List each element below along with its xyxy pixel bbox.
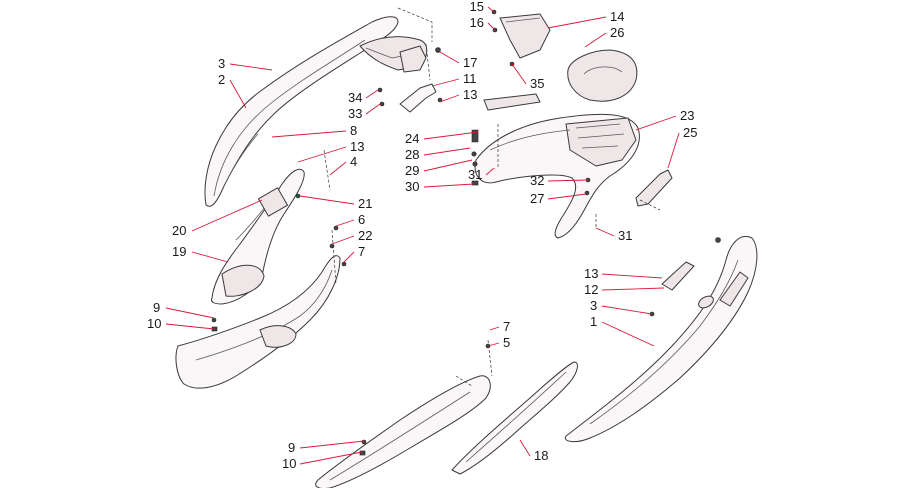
cover-part-14 — [491, 9, 551, 67]
leader-line-c32 — [547, 179, 589, 182]
callout-c31a: 31 — [468, 167, 482, 182]
callout-c15a: 15 — [470, 0, 484, 14]
leader-line-c26 — [584, 32, 607, 48]
callout-c21: 21 — [358, 196, 372, 211]
callout-c13a: 13 — [463, 87, 477, 102]
leader-line-c10b — [299, 451, 363, 465]
leader-line-c22 — [331, 235, 355, 245]
callout-c5: 5 — [503, 335, 510, 350]
leader-line-c34 — [365, 89, 379, 99]
leader-line-c28 — [423, 147, 471, 156]
leader-line-c16a — [487, 22, 496, 31]
leader-line-c30 — [423, 183, 475, 188]
callout-c35: 35 — [530, 76, 544, 91]
callout-c10b: 10 — [282, 456, 296, 471]
leader-line-c9a — [165, 307, 215, 319]
callout-c24: 24 — [405, 131, 419, 146]
callout-c13b: 13 — [350, 139, 364, 154]
callout-c33: 33 — [348, 106, 362, 121]
leader-line-c24 — [423, 131, 479, 140]
leader-line-c7b — [489, 326, 500, 331]
leader-line-c2a — [229, 79, 247, 109]
leader-line-c31b — [595, 227, 615, 237]
leader-line-c21 — [299, 195, 355, 205]
leader-line-c13a — [439, 94, 460, 103]
callout-c25: 25 — [683, 125, 697, 140]
callout-c11: 11 — [463, 71, 477, 86]
callout-c22: 22 — [358, 228, 372, 243]
callout-c32: 32 — [530, 173, 544, 188]
leader-line-c25 — [667, 132, 680, 169]
leader-line-c15a — [487, 6, 495, 13]
callout-c26: 26 — [610, 25, 624, 40]
leader-line-c14 — [547, 16, 607, 29]
leader-line-c17 — [439, 51, 460, 64]
leader-line-c35 — [511, 63, 527, 85]
callout-c28: 28 — [405, 147, 419, 162]
callout-c34: 34 — [348, 90, 362, 105]
callout-c18: 18 — [534, 448, 548, 463]
callout-c13c: 13 — [584, 266, 598, 281]
leader-line-c27 — [547, 193, 587, 200]
lower-left-side-panel — [175, 225, 347, 389]
pad-part-26 — [567, 49, 638, 102]
leader-lines — [165, 6, 680, 465]
callout-c9a: 9 — [153, 300, 160, 315]
callout-c2a: 2 — [218, 72, 225, 87]
callout-c9b: 9 — [288, 440, 295, 455]
leader-line-c13c — [601, 273, 663, 279]
leader-line-c31a — [485, 167, 495, 176]
leader-line-c19 — [191, 251, 229, 263]
callout-c3b: 3 — [590, 298, 597, 313]
bracket-part-11 — [377, 83, 443, 113]
callout-c12: 12 — [584, 282, 598, 297]
callout-c10a: 10 — [147, 316, 161, 331]
upper-side-panel — [204, 16, 428, 207]
lower-footboard-strip — [315, 343, 491, 488]
leader-line-c1 — [601, 321, 655, 347]
strip-part-25 — [635, 169, 673, 207]
callout-c3a: 3 — [218, 56, 225, 71]
bracket-part-17 — [399, 45, 441, 73]
rear-rack-part-23 — [471, 93, 640, 239]
callout-c31b: 31 — [618, 228, 632, 243]
main-side-panel-part-1 — [564, 236, 758, 443]
leader-line-c23 — [635, 115, 677, 131]
callout-c23: 23 — [680, 108, 694, 123]
leader-line-c20 — [191, 199, 263, 232]
callout-c17: 17 — [463, 55, 477, 70]
leader-line-c11 — [431, 78, 460, 87]
callout-c1: 1 — [590, 314, 597, 329]
leader-line-c6 — [335, 219, 355, 227]
leader-line-c5 — [487, 342, 500, 347]
callout-c27: 27 — [530, 191, 544, 206]
leader-line-c4 — [329, 161, 347, 176]
center-side-panel — [211, 168, 305, 305]
callout-c30: 30 — [405, 179, 419, 194]
callout-c20: 20 — [172, 223, 186, 238]
leader-line-c9b — [299, 440, 365, 449]
leader-line-c33 — [365, 103, 381, 115]
leader-line-c3b — [601, 305, 653, 315]
leader-line-c18 — [519, 439, 531, 457]
leader-line-c13b — [297, 146, 347, 163]
callout-c14: 14 — [610, 9, 624, 24]
leader-line-c7a — [343, 251, 355, 263]
callout-c8: 8 — [350, 123, 357, 138]
leader-line-c10a — [165, 323, 215, 330]
callout-c7a: 7 — [358, 244, 365, 259]
callout-c7b: 7 — [503, 319, 510, 334]
leader-line-c29 — [423, 159, 473, 172]
callout-c29: 29 — [405, 163, 419, 178]
callout-c6: 6 — [358, 212, 365, 227]
leader-line-c3a — [229, 63, 273, 71]
leader-line-c12 — [601, 287, 665, 291]
leader-line-c8 — [271, 130, 347, 138]
lower-trim-part-18 — [451, 361, 578, 475]
callout-c19: 19 — [172, 244, 186, 259]
callout-c4: 4 — [350, 154, 357, 169]
callout-c16a: 16 — [470, 15, 484, 30]
